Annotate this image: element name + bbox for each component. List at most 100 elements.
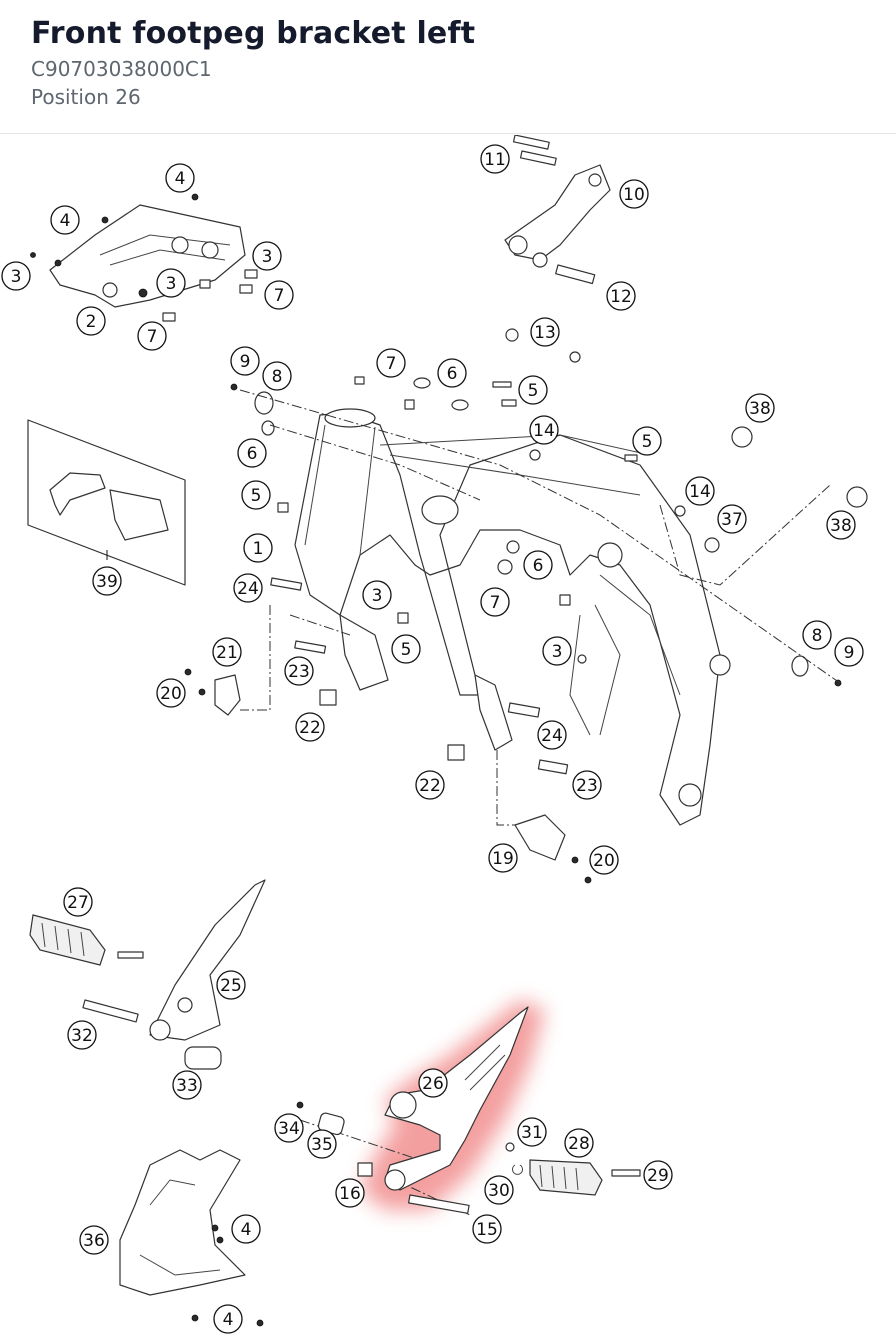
callout-7[interactable]: 7	[376, 348, 406, 378]
callout-5[interactable]: 5	[391, 634, 421, 664]
callout-number: 6	[533, 556, 544, 576]
callout-29[interactable]: 29	[643, 1160, 673, 1190]
callout-circle	[231, 1214, 261, 1244]
callout-3[interactable]: 3	[542, 636, 572, 666]
callout-number: 23	[288, 662, 310, 682]
callout-3[interactable]: 3	[252, 241, 282, 271]
callout-23[interactable]: 23	[284, 656, 314, 686]
callout-26[interactable]: 26	[418, 1068, 448, 1098]
callout-39[interactable]: 39	[92, 566, 122, 596]
callout-13[interactable]: 13	[530, 317, 560, 347]
callout-38[interactable]: 38	[745, 393, 775, 423]
frame-protector-sheet	[27, 419, 186, 586]
callout-3[interactable]: 3	[1, 261, 31, 291]
callout-circle	[632, 426, 662, 456]
callout-7[interactable]: 7	[264, 280, 294, 310]
callout-27[interactable]: 27	[63, 887, 93, 917]
callout-number: 6	[447, 364, 458, 384]
callout-number: 21	[216, 643, 238, 663]
callout-circle	[92, 566, 122, 596]
callout-10[interactable]: 10	[619, 179, 649, 209]
callout-20[interactable]: 20	[156, 678, 186, 708]
callout-28[interactable]: 28	[564, 1128, 594, 1158]
callout-14[interactable]: 14	[529, 415, 559, 445]
callout-circle	[488, 843, 518, 873]
callout-3[interactable]: 3	[362, 580, 392, 610]
callout-24[interactable]: 24	[233, 573, 263, 603]
callout-number: 27	[67, 893, 89, 913]
callout-4[interactable]: 4	[50, 205, 80, 235]
callout-number: 20	[593, 851, 615, 871]
callout-4[interactable]: 4	[231, 1214, 261, 1244]
headlight-bracket-assembly	[30, 193, 258, 322]
callout-circle	[415, 770, 445, 800]
callout-22[interactable]: 22	[415, 770, 445, 800]
callout-circle	[606, 281, 636, 311]
callout-circle	[472, 1214, 502, 1244]
callout-circle	[480, 587, 510, 617]
callout-31[interactable]: 31	[517, 1117, 547, 1147]
callout-19[interactable]: 19	[488, 843, 518, 873]
callout-4[interactable]: 4	[213, 1304, 243, 1334]
callout-16[interactable]: 16	[335, 1178, 365, 1208]
callout-circle	[79, 1225, 109, 1255]
callout-circle	[335, 1178, 365, 1208]
callout-24[interactable]: 24	[537, 720, 567, 750]
callout-15[interactable]: 15	[472, 1214, 502, 1244]
callout-7[interactable]: 7	[480, 587, 510, 617]
callout-2[interactable]: 2	[76, 306, 106, 336]
callout-8[interactable]: 8	[802, 620, 832, 650]
callout-20[interactable]: 20	[589, 845, 619, 875]
callout-6[interactable]: 6	[237, 438, 267, 468]
callout-number: 36	[83, 1231, 105, 1251]
callout-circle	[1, 261, 31, 291]
callout-circle	[619, 179, 649, 209]
callout-circle	[50, 205, 80, 235]
callout-14[interactable]: 14	[685, 476, 715, 506]
callout-30[interactable]: 30	[484, 1175, 514, 1205]
position-label: Position 26	[31, 85, 141, 109]
callout-6[interactable]: 6	[437, 358, 467, 388]
callout-number: 22	[299, 718, 321, 738]
callout-37[interactable]: 37	[717, 504, 747, 534]
callout-5[interactable]: 5	[632, 426, 662, 456]
callout-number: 5	[642, 432, 653, 452]
callout-22[interactable]: 22	[295, 712, 325, 742]
callout-33[interactable]: 33	[172, 1070, 202, 1100]
callout-number: 7	[147, 327, 158, 347]
callout-5[interactable]: 5	[518, 375, 548, 405]
callout-circle	[67, 1020, 97, 1050]
callout-7[interactable]: 7	[137, 321, 167, 351]
callout-number: 24	[541, 726, 563, 746]
rider-footpeg-assembly	[29, 879, 266, 1070]
callout-number: 8	[812, 626, 823, 646]
callout-21[interactable]: 21	[212, 637, 242, 667]
callout-8[interactable]: 8	[262, 361, 292, 391]
callout-9[interactable]: 9	[834, 637, 864, 667]
callout-number: 32	[71, 1026, 93, 1046]
callout-35[interactable]: 35	[307, 1129, 337, 1159]
callout-number: 25	[220, 976, 242, 996]
callout-34[interactable]: 34	[274, 1113, 304, 1143]
callout-25[interactable]: 25	[216, 970, 246, 1000]
callout-5[interactable]: 5	[241, 480, 271, 510]
callout-38[interactable]: 38	[826, 510, 856, 540]
callout-circle	[523, 550, 553, 580]
callout-circle	[274, 1113, 304, 1143]
callout-36[interactable]: 36	[79, 1225, 109, 1255]
rear-bracket-assembly	[504, 135, 611, 285]
callout-23[interactable]: 23	[572, 770, 602, 800]
callout-4[interactable]: 4	[165, 163, 195, 193]
callout-number: 7	[386, 354, 397, 374]
callout-1[interactable]: 1	[243, 533, 273, 563]
callout-32[interactable]: 32	[67, 1020, 97, 1050]
callout-circle	[230, 346, 260, 376]
callout-6[interactable]: 6	[523, 550, 553, 580]
callout-12[interactable]: 12	[606, 281, 636, 311]
callout-9[interactable]: 9	[230, 346, 260, 376]
callout-3[interactable]: 3	[156, 268, 186, 298]
callout-circle	[418, 1068, 448, 1098]
callout-11[interactable]: 11	[480, 144, 510, 174]
front-footpeg-bracket-left[interactable]	[384, 1006, 529, 1191]
